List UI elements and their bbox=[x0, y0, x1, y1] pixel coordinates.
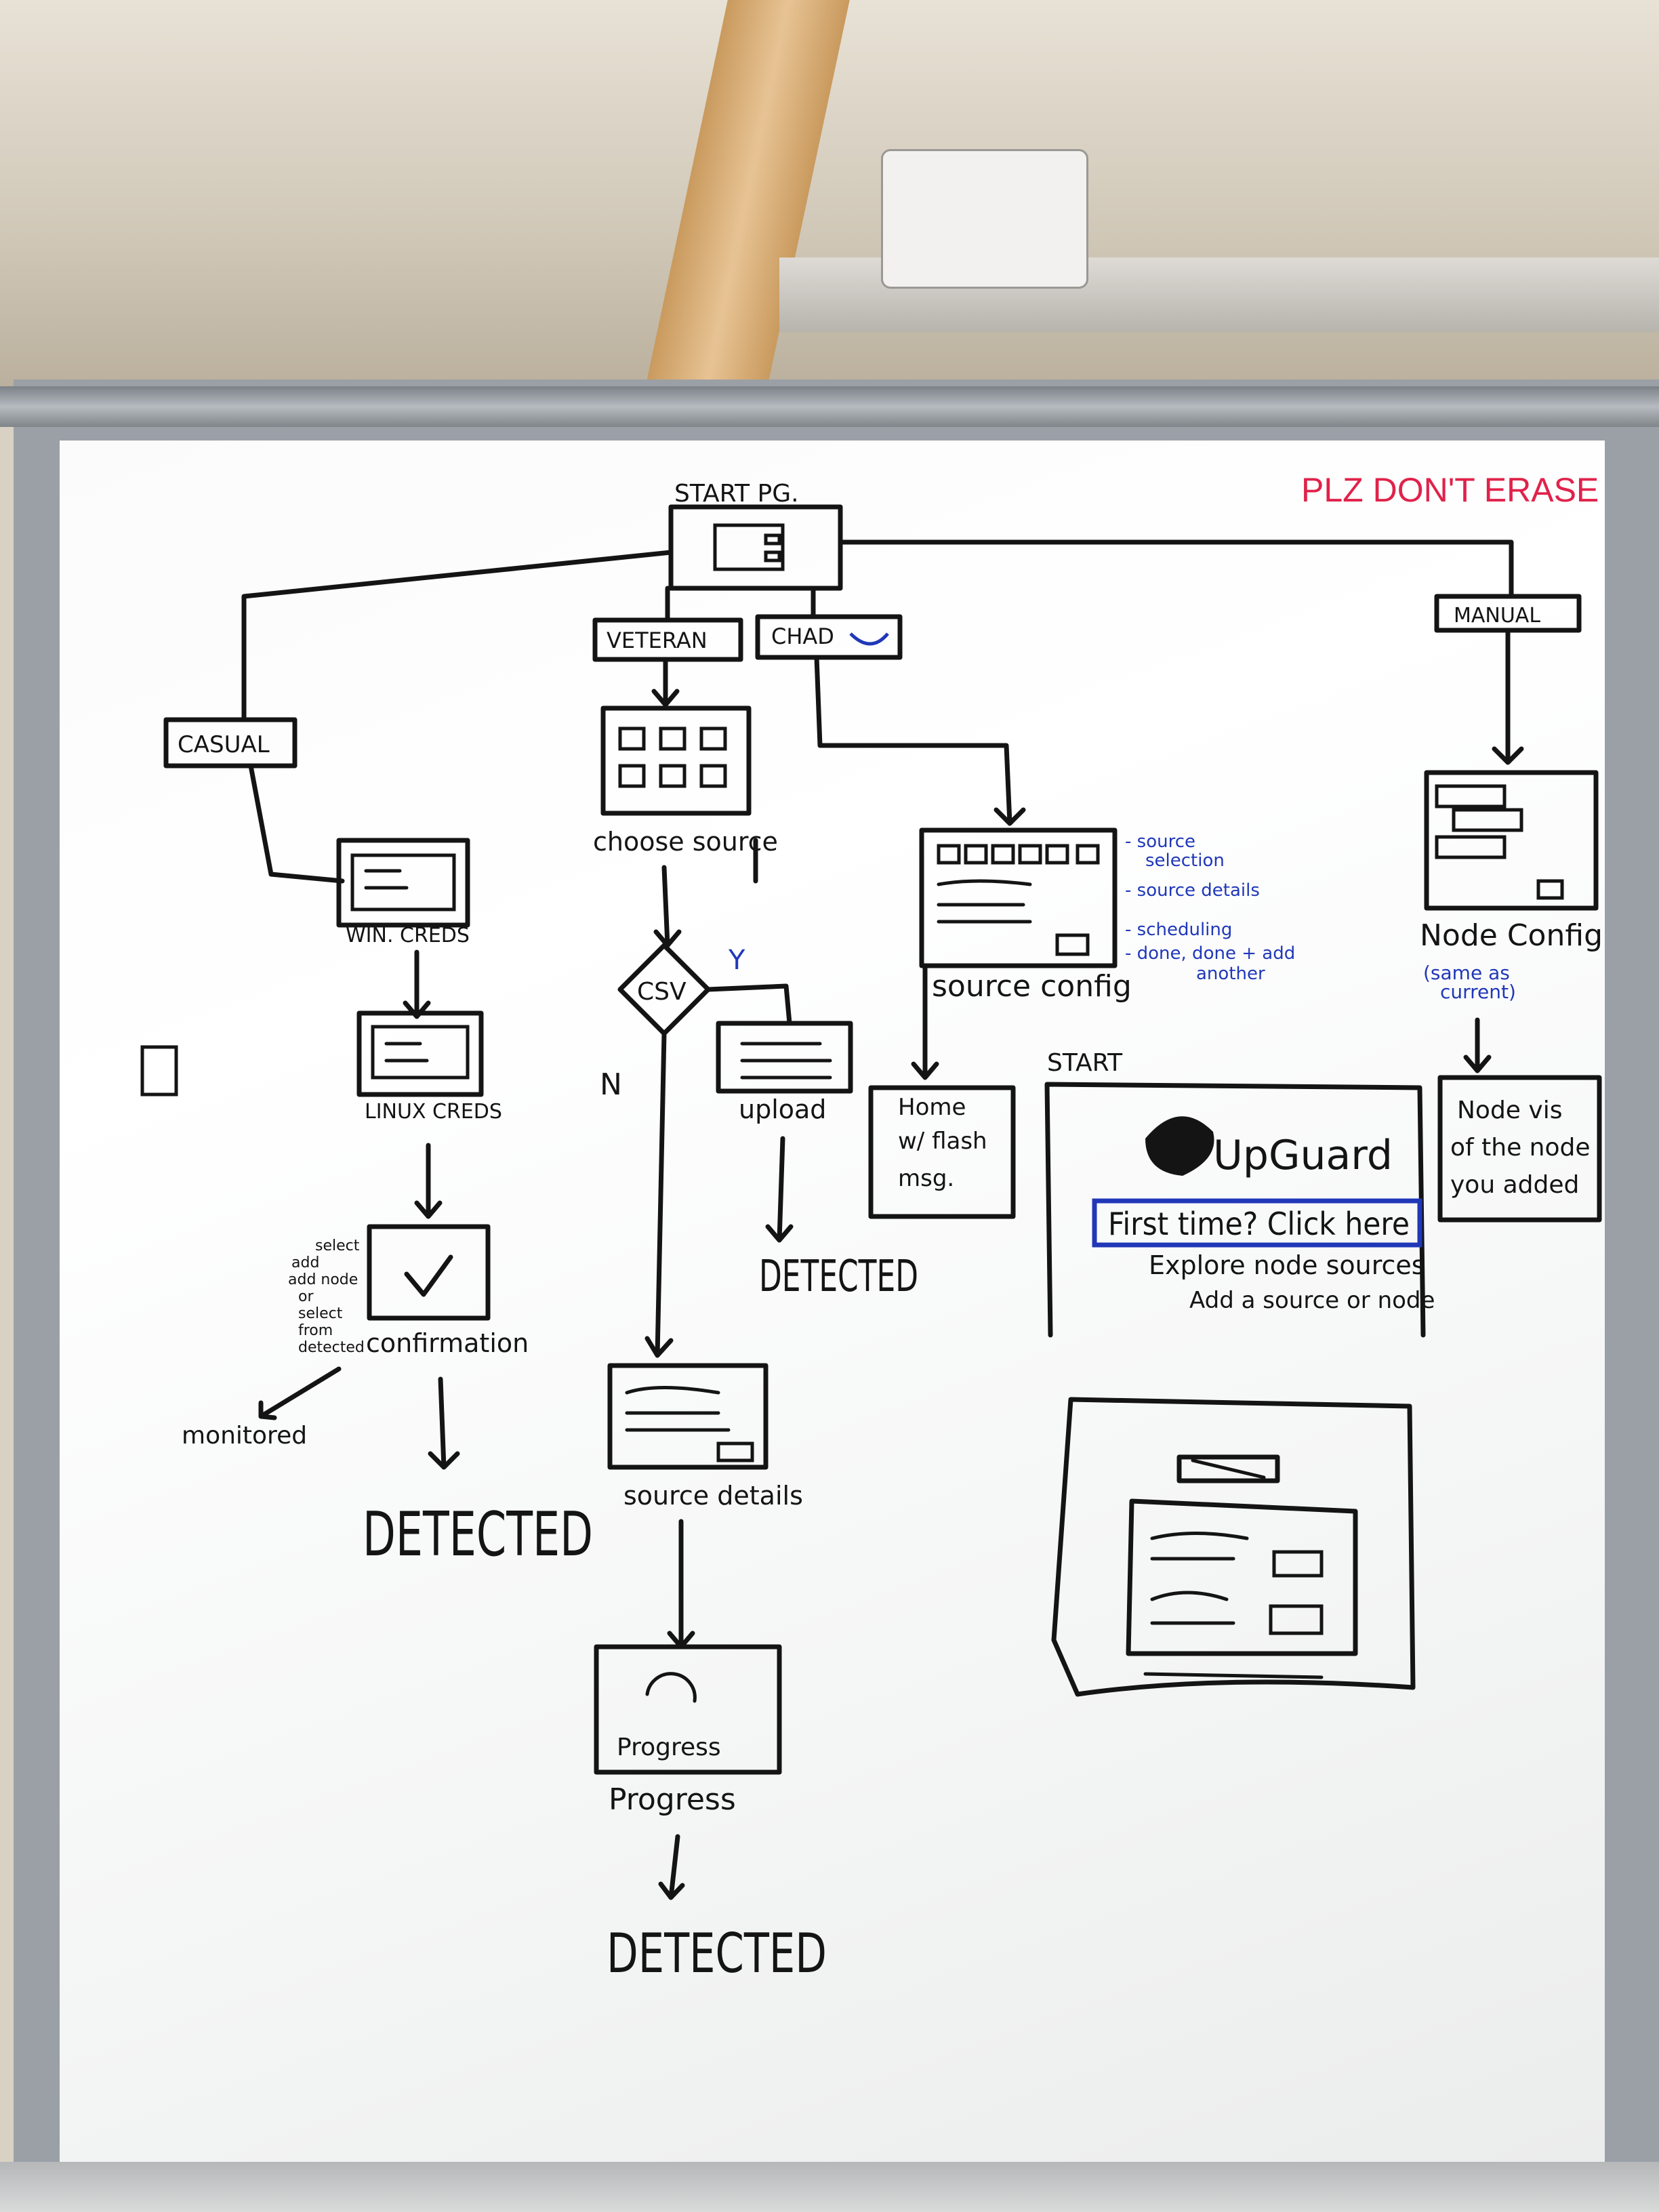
board-note: PLZ DON'T ERASE bbox=[1301, 471, 1599, 509]
svg-text:or: or bbox=[298, 1288, 314, 1305]
svg-text:- scheduling: - scheduling bbox=[1125, 920, 1232, 940]
svg-text:w/ flash: w/ flash bbox=[898, 1128, 987, 1155]
add-source-label: Add a source or node bbox=[1189, 1287, 1435, 1314]
node-vis-label: Node vis of the node you added bbox=[1450, 1097, 1591, 1199]
progress-label: Progress bbox=[609, 1782, 736, 1817]
progress-screen bbox=[594, 1644, 782, 1775]
upguard-brand: UpGuard bbox=[1213, 1132, 1393, 1179]
home-flash-screen bbox=[868, 1085, 1016, 1219]
svg-text:you added: you added bbox=[1450, 1171, 1579, 1199]
source-config-notes: - source selection - source details - sc… bbox=[1125, 832, 1295, 984]
source-config-label: source config bbox=[932, 969, 1132, 1004]
linux-creds-screen bbox=[356, 1010, 484, 1097]
whiteboard bbox=[60, 441, 1605, 2162]
confirmation-screen bbox=[367, 1224, 491, 1321]
svg-text:from: from bbox=[298, 1322, 333, 1339]
veteran-label: VETERAN bbox=[607, 628, 708, 653]
no-label: N bbox=[600, 1067, 622, 1102]
start-page-box bbox=[668, 504, 843, 591]
choose-source-label: choose source bbox=[593, 827, 778, 857]
svg-text:Node vis: Node vis bbox=[1457, 1097, 1562, 1124]
upload-detected-label: DETECTED bbox=[759, 1252, 918, 1302]
svg-text:selection: selection bbox=[1145, 851, 1225, 871]
choose-source-screen bbox=[600, 705, 752, 816]
modal-sketch bbox=[1051, 1397, 1416, 1697]
svg-text:- source details: - source details bbox=[1125, 880, 1260, 901]
manual-label: MANUAL bbox=[1454, 604, 1540, 628]
casual-box bbox=[163, 717, 298, 769]
start-mock-title: START bbox=[1047, 1049, 1123, 1077]
smiley-icon bbox=[849, 632, 889, 646]
source-details-label: source details bbox=[623, 1481, 803, 1511]
linux-creds-label: LINUX CREDS bbox=[365, 1100, 502, 1124]
csv-label: CSV bbox=[637, 978, 687, 1006]
svg-text:detected: detected bbox=[298, 1339, 365, 1356]
monitored-label: monitored bbox=[182, 1422, 307, 1450]
svg-text:- done, done + add: - done, done + add bbox=[1125, 943, 1295, 964]
svg-text:add: add bbox=[291, 1254, 319, 1271]
node-vis-screen bbox=[1437, 1075, 1602, 1223]
progress-detected-label: DETECTED bbox=[607, 1922, 827, 1985]
source-details-screen bbox=[607, 1363, 769, 1470]
whiteboard-top-rail bbox=[0, 386, 1659, 427]
svg-text:msg.: msg. bbox=[898, 1165, 954, 1192]
chad-box bbox=[755, 614, 903, 660]
source-config-screen bbox=[919, 827, 1118, 968]
casual-detected-label: DETECTED bbox=[363, 1499, 593, 1570]
upguard-logo-icon bbox=[1145, 1116, 1214, 1176]
yes-label: Y bbox=[728, 945, 745, 976]
node-config-screen bbox=[1424, 770, 1599, 911]
home-flash-label: Home w/ flash msg. bbox=[898, 1094, 987, 1192]
progress-screen-label: Progress bbox=[617, 1734, 721, 1761]
node-config-label: Node Config bbox=[1420, 918, 1603, 953]
svg-text:another: another bbox=[1196, 964, 1265, 984]
win-creds-label: WIN. CREDS bbox=[346, 924, 470, 947]
first-time-label: First time? Click here bbox=[1108, 1206, 1410, 1242]
svg-text:Home: Home bbox=[898, 1094, 966, 1121]
svg-text:add node: add node bbox=[288, 1271, 358, 1288]
upload-screen bbox=[716, 1021, 853, 1094]
confirmation-label: confirmation bbox=[366, 1328, 529, 1358]
start-page-label: START PG. bbox=[674, 480, 799, 508]
explore-nodes-label: Explore node sources bbox=[1149, 1250, 1425, 1280]
first-time-button[interactable] bbox=[1092, 1198, 1422, 1248]
svg-text:(same as: (same as bbox=[1423, 962, 1510, 984]
svg-text:select: select bbox=[298, 1305, 343, 1322]
upload-label: upload bbox=[739, 1094, 826, 1124]
svg-text:current): current) bbox=[1440, 981, 1516, 1003]
projector-icon bbox=[881, 149, 1088, 289]
svg-text:of the node: of the node bbox=[1450, 1134, 1591, 1162]
cubicle-wall bbox=[0, 2162, 1659, 2212]
node-config-note: (same as current) bbox=[1423, 962, 1516, 1003]
casual-side-note: select add add node or select from detec… bbox=[288, 1237, 365, 1356]
win-creds-screen bbox=[336, 838, 470, 928]
connector-lines bbox=[241, 539, 1514, 884]
small-device-icon bbox=[140, 1045, 178, 1097]
casual-label: CASUAL bbox=[178, 731, 270, 758]
svg-text:- source: - source bbox=[1125, 832, 1195, 852]
chad-label: CHAD bbox=[771, 623, 834, 649]
svg-text:select: select bbox=[315, 1237, 360, 1254]
